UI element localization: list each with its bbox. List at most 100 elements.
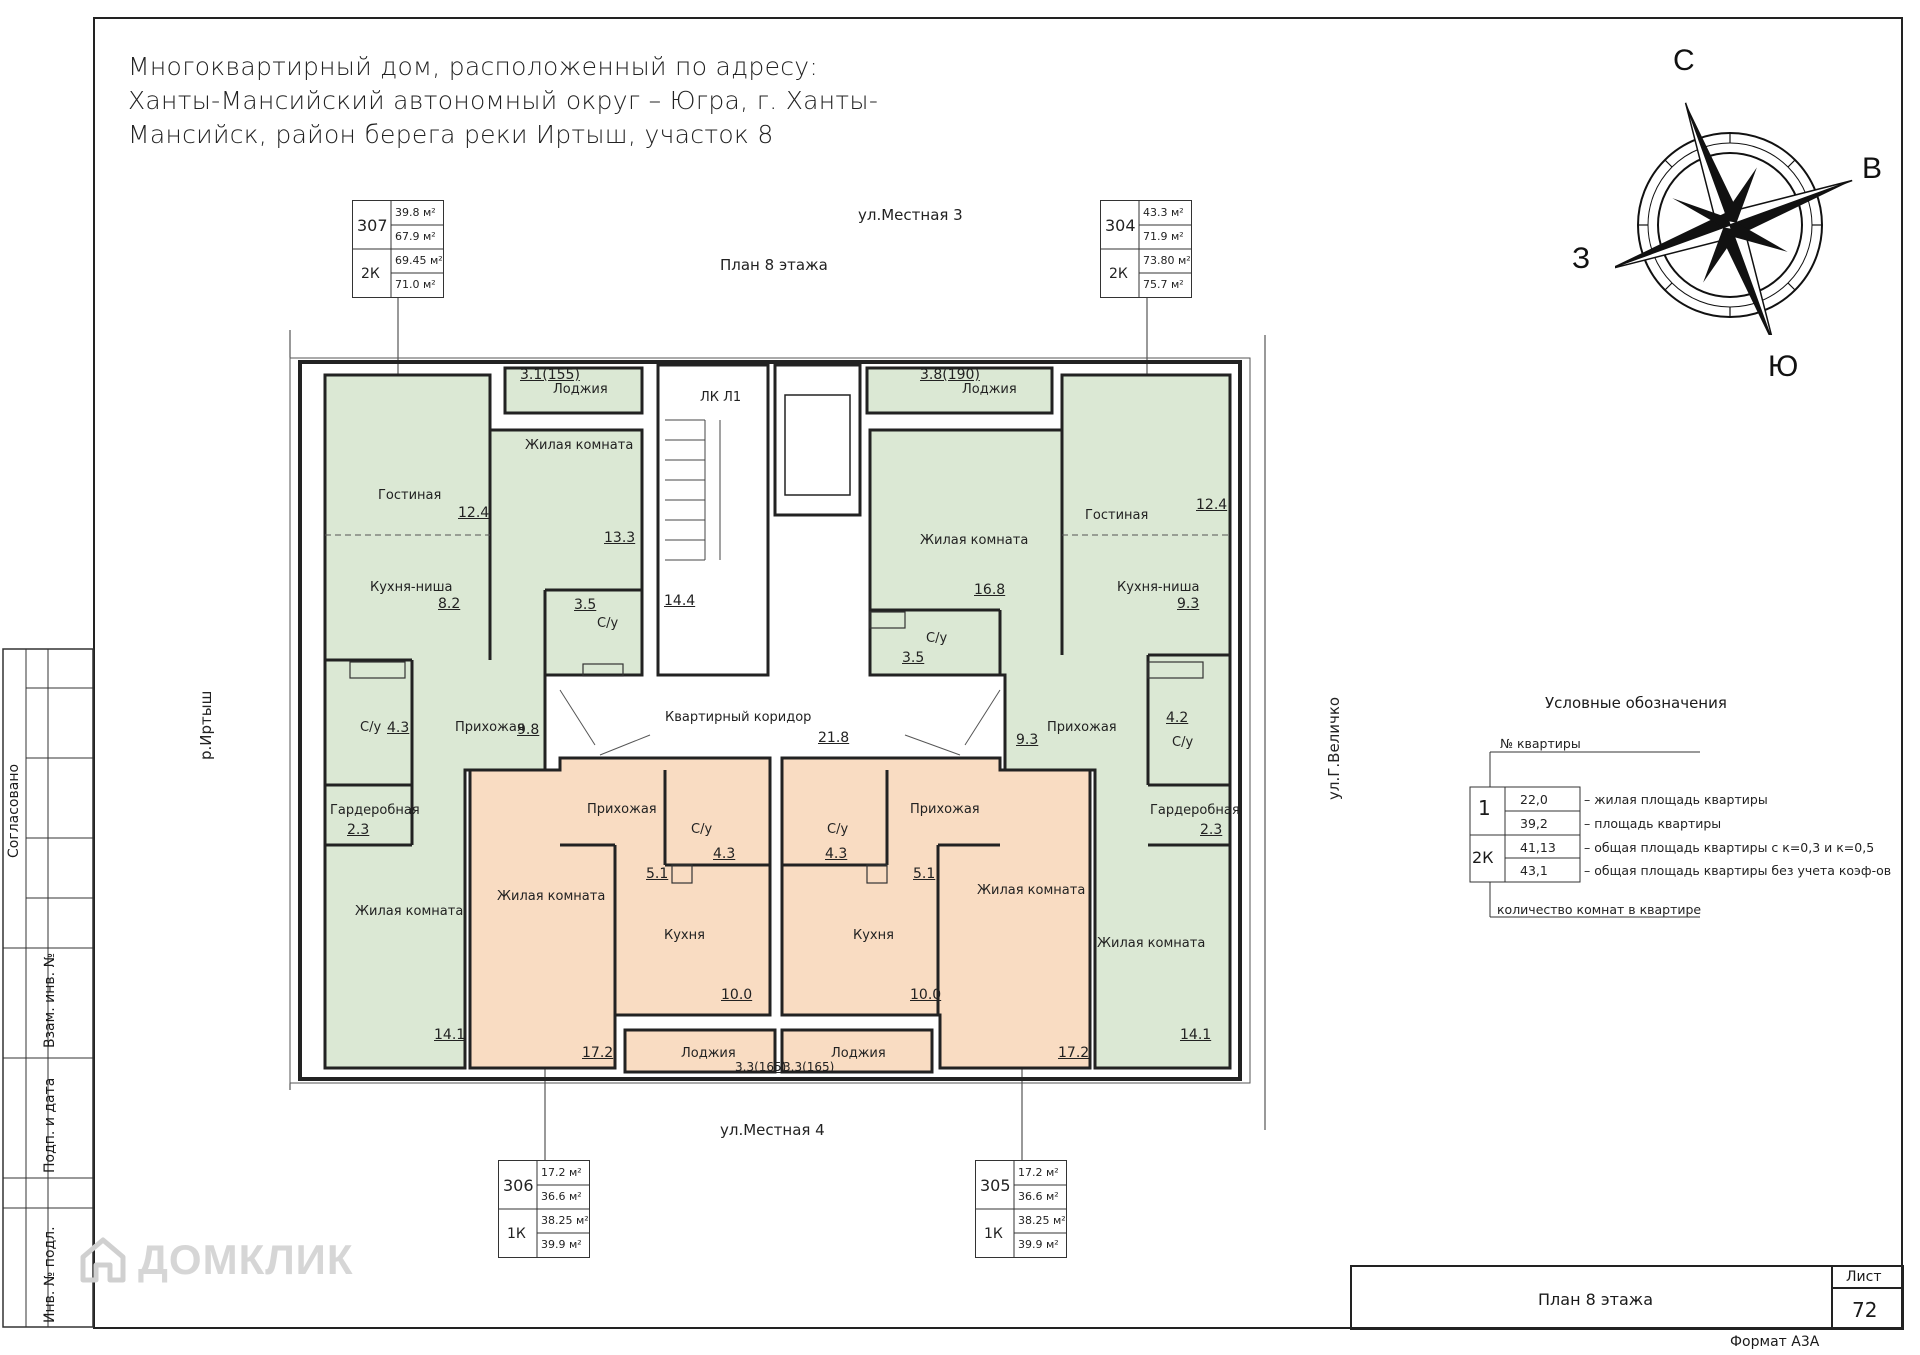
bedroom-tl-label: Жилая комната: [525, 438, 634, 453]
title-line-3: Мансийск, район берега реки Иртыш, участ…: [128, 120, 774, 149]
loggia-tr-label: Лоджия: [962, 382, 1017, 397]
bedroom-tr-area: 16.8: [974, 582, 1006, 598]
bath-s-r-area: 4.3: [825, 846, 848, 862]
apt-total-k: 73.80 м²: [1143, 254, 1191, 267]
apt-rooms: 1К: [984, 1226, 1003, 1242]
apt-number: 306: [503, 1176, 534, 1195]
compass-east: В: [1862, 152, 1883, 185]
apt-living: 39.8 м²: [395, 206, 436, 219]
living-room-l-area: 12.4: [458, 505, 490, 521]
compass-rose-icon: [1615, 102, 1853, 335]
apt-number: 305: [980, 1176, 1011, 1195]
kitchen-niche-l-area: 8.2: [438, 596, 461, 612]
wardrobe-r-label: Гардеробная: [1150, 803, 1240, 818]
stair-area: 14.4: [664, 593, 696, 609]
apt-total-k: 38.25 м²: [1018, 1214, 1066, 1227]
kitchen-niche-l-label: Кухня-ниша: [370, 580, 453, 595]
legend-v1: 22,0: [1520, 792, 1548, 807]
street-bottom: ул.Местная 4: [720, 1121, 825, 1139]
apt-info-305: 305 1К 17.2 м² 36.6 м² 38.25 м² 39.9 м²: [975, 1160, 1067, 1258]
hall-s-l-area: 5.1: [646, 866, 669, 882]
apt-living: 43.3 м²: [1143, 206, 1184, 219]
bath-tl-label: С/у: [597, 616, 619, 631]
bedroom-mr-area: 17.2: [1058, 1045, 1090, 1061]
legend-v2: 39,2: [1520, 816, 1548, 831]
apt-area: 36.6 м²: [1018, 1190, 1059, 1203]
bedroom-mr-label: Жилая комната: [977, 883, 1086, 898]
sheet-title: План 8 этажа: [1538, 1290, 1653, 1309]
bath-mr-area: 4.2: [1166, 710, 1189, 726]
bath-tr-area: 3.5: [902, 650, 925, 666]
living-room-r-label: Гостиная: [1085, 508, 1149, 523]
apt-number: 304: [1105, 216, 1136, 235]
apt-area: 71.9 м²: [1143, 230, 1184, 243]
sheet-label: Лист: [1846, 1269, 1882, 1285]
apt-info-306: 306 1К 17.2 м² 36.6 м² 38.25 м² 39.9 м²: [498, 1160, 590, 1258]
bedroom-br-area: 14.1: [1180, 1027, 1212, 1043]
apt-total: 39.9 м²: [1018, 1238, 1059, 1251]
wardrobe-l-label: Гардеробная: [330, 803, 420, 818]
bedroom-br-label: Жилая комната: [1097, 936, 1206, 951]
apt-total: 39.9 м²: [541, 1238, 582, 1251]
hall-l-label: Прихожая: [455, 720, 525, 735]
wardrobe-l-area: 2.3: [347, 822, 370, 838]
watermark-text: ДОМКЛИК: [138, 1236, 354, 1283]
compass-south: Ю: [1768, 350, 1799, 383]
kitchen-r-area: 10.0: [910, 987, 942, 1003]
hall-l-area: 9.8: [517, 722, 540, 738]
title-line-1: Многоквартирный дом, расположенный по ад…: [128, 52, 819, 81]
watermark: ДОМКЛИК: [78, 1235, 354, 1285]
loggia-tl-label: Лоджия: [553, 382, 608, 397]
loggia-bl-area: 3.3(165): [735, 1060, 787, 1074]
apt-total: 71.0 м²: [395, 278, 436, 291]
loggia-br-label: Лоджия: [831, 1046, 886, 1061]
bath-tl-area: 3.5: [574, 597, 597, 613]
bath-s-l-area: 4.3: [713, 846, 736, 862]
loggia-br-area: 3.3(165): [783, 1060, 835, 1074]
apt-info-307: 307 2К 39.8 м² 67.9 м² 69.45 м² 71.0 м²: [352, 200, 444, 298]
legend-title: Условные обозначения: [1545, 694, 1727, 712]
drawing-frame: [93, 17, 1903, 1329]
legend-v4: 43,1: [1520, 863, 1548, 878]
hall-r-area: 9.3: [1016, 732, 1039, 748]
apt-rooms: 2К: [361, 266, 380, 282]
hall-r-label: Прихожая: [1047, 720, 1117, 735]
bath-ml-label: С/у: [360, 720, 382, 735]
apt-info-304: 304 2К 43.3 м² 71.9 м² 73.80 м² 75.7 м²: [1100, 200, 1192, 298]
corridor-area: 21.8: [818, 730, 850, 746]
kitchen-niche-r-area: 9.3: [1177, 596, 1200, 612]
kitchen-r-label: Кухня: [853, 928, 894, 943]
apt-rooms: 2К: [1109, 266, 1128, 282]
sheet-number: 72: [1852, 1298, 1878, 1322]
street-top: ул.Местная 3: [858, 206, 963, 224]
corridor-label: Квартирный коридор: [665, 710, 812, 725]
apt-total-k: 38.25 м²: [541, 1214, 589, 1227]
bath-mr-label: С/у: [1172, 735, 1194, 750]
loggia-tr-area: 3.8(190): [920, 367, 980, 383]
legend-v3: 41,13: [1520, 840, 1556, 855]
bedroom-bl-label: Жилая комната: [355, 904, 464, 919]
title-line-2: Ханты-Мансийский автономный округ – Югра…: [128, 86, 879, 115]
legend-sample-no: 1: [1478, 796, 1491, 820]
legend-sample-rooms: 2К: [1472, 848, 1494, 867]
house-logo-icon: [80, 1237, 126, 1283]
living-room-l-label: Гостиная: [378, 488, 442, 503]
bedroom-bl-area: 14.1: [434, 1027, 466, 1043]
side-stamp: Согласовано Взам. инв. № Подп. и дата Ин…: [2, 648, 94, 1328]
legend-apt-no: № квартиры: [1500, 736, 1581, 751]
apt-rooms: 1К: [507, 1226, 526, 1242]
apt-total-k: 69.45 м²: [395, 254, 443, 267]
bath-tr-label: С/у: [926, 631, 948, 646]
legend-d2: – площадь квартиры: [1584, 816, 1722, 831]
bedroom-ml-label: Жилая комната: [497, 889, 606, 904]
wardrobe-r-area: 2.3: [1200, 822, 1223, 838]
legend-d3: – общая площадь квартиры с к=0,3 и к=0,5: [1584, 840, 1875, 855]
loggia-tl-area: 3.1(155): [520, 367, 580, 383]
paper-format: Формат А3А: [1730, 1334, 1820, 1350]
bath-s-r-label: С/у: [827, 822, 849, 837]
apt-total: 75.7 м²: [1143, 278, 1184, 291]
project-title: Многоквартирный дом, расположенный по ад…: [128, 50, 878, 152]
compass-north: С: [1673, 44, 1695, 77]
compass-west: З: [1572, 242, 1591, 275]
